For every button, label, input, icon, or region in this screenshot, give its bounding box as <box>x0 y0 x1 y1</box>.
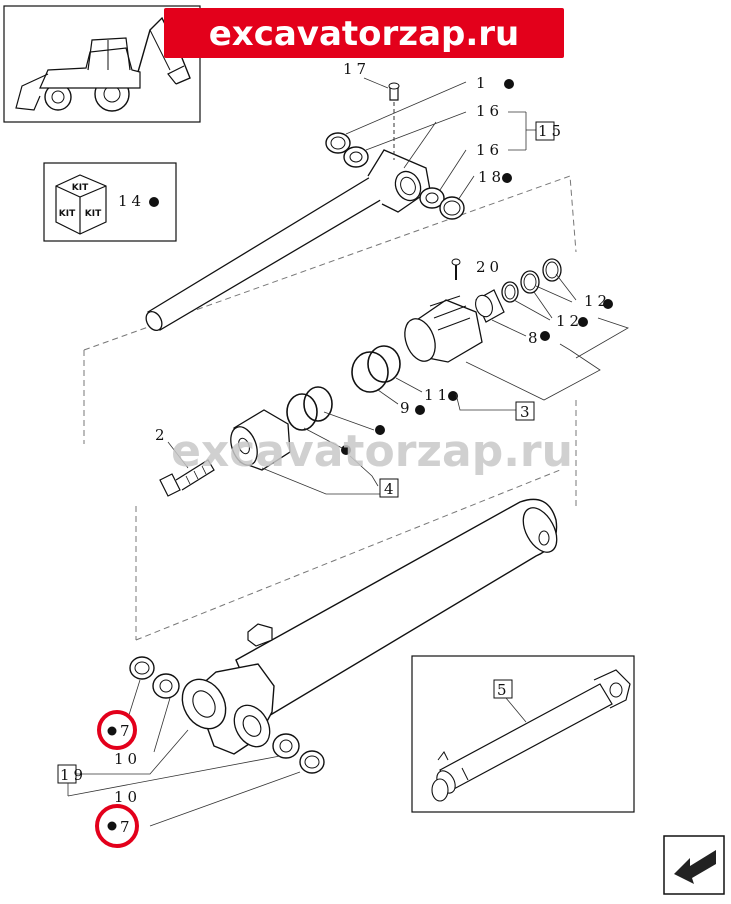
callout-3: 3 <box>520 403 534 421</box>
callout-11: 11 <box>424 386 451 404</box>
cylinder-barrel <box>181 498 558 755</box>
callout-12b: 12 <box>556 312 583 330</box>
callout-14: 14 <box>118 192 145 210</box>
callout-5: 5 <box>497 681 511 699</box>
highlight-circle-7b <box>95 804 139 848</box>
piston-seal-a <box>286 393 318 431</box>
watermark-top-text: excavatorzap.ru <box>209 14 520 54</box>
callout-1: 1 <box>476 74 490 92</box>
callout-17: 17 <box>343 60 370 78</box>
callout-7b: 7 <box>120 818 134 836</box>
callout-15: 15 <box>538 122 565 140</box>
wiper-bushing <box>475 289 505 323</box>
callout-7a: 7 <box>120 722 134 740</box>
seal-9 <box>351 351 389 393</box>
piston-bolt <box>159 459 215 497</box>
set-screw <box>451 258 461 280</box>
piston <box>230 409 291 471</box>
highlight-circle-7a <box>97 710 137 750</box>
callout-16a: 16 <box>476 102 503 120</box>
callout-18: 18 <box>478 168 505 186</box>
seal-11 <box>367 345 401 383</box>
piston-seal-b <box>303 386 333 422</box>
assembled-cylinder-inset: 5 <box>411 655 635 813</box>
kit-label-right: KIT <box>85 209 102 219</box>
kit-box: KIT KIT KIT <box>43 162 177 242</box>
callout-10b: 10 <box>114 788 141 806</box>
kit-label-top: KIT <box>72 183 89 193</box>
kit-label-left: KIT <box>59 209 76 219</box>
callout-16b: 16 <box>476 141 503 159</box>
callout-2: 2 <box>155 426 169 444</box>
watermark-banner-bg <box>164 8 564 58</box>
callout-9: 9 <box>400 399 414 417</box>
callout-8: 8 <box>528 329 542 347</box>
grease-nipple <box>388 82 400 101</box>
callout-10a: 10 <box>114 750 141 768</box>
callout-12a: 12 <box>584 292 611 310</box>
callout-20: 20 <box>476 258 503 276</box>
next-page-arrow-icon[interactable] <box>663 835 725 895</box>
gland-head <box>404 295 483 363</box>
watermark-middle-text: excavatorzap.ru <box>171 426 573 477</box>
piston-rod <box>145 149 431 331</box>
callout-19: 19 <box>60 766 87 784</box>
callout-14-dot <box>149 197 159 207</box>
callout-4: 4 <box>384 480 398 498</box>
watermark-banner: excavatorzap.ru <box>164 8 564 58</box>
